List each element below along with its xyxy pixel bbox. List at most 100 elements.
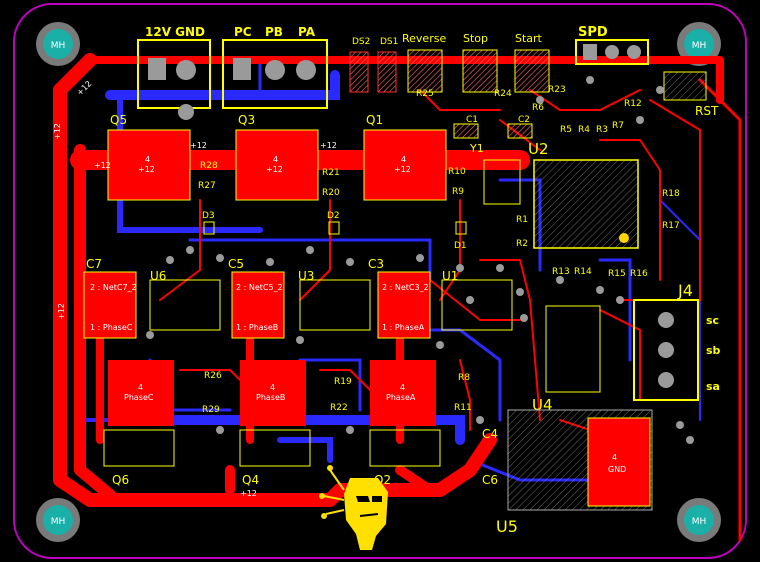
mount-hole-tl: MH <box>36 22 80 66</box>
svg-text:D3: D3 <box>202 211 215 221</box>
svg-text:4: 4 <box>138 383 143 392</box>
svg-text:Q5: Q5 <box>110 113 127 127</box>
svg-text:DS1: DS1 <box>380 37 398 47</box>
svg-text:1 : PhaseB: 1 : PhaseB <box>236 323 278 332</box>
svg-text:PB: PB <box>265 25 283 39</box>
bulk-capacitors: C7 C5 C3 2 : NetC7_2 2 : NetC5_2 2 : Net… <box>83 257 431 339</box>
svg-text:+12: +12 <box>94 161 111 170</box>
svg-text:R12: R12 <box>624 99 642 109</box>
svg-text:4: 4 <box>401 155 406 164</box>
svg-text:R9: R9 <box>452 187 464 197</box>
svg-text:Q4: Q4 <box>242 473 259 487</box>
hall-connector: J4 sc sb sa <box>633 281 721 401</box>
svg-text:PA: PA <box>298 25 316 39</box>
svg-text:R4: R4 <box>578 125 590 135</box>
svg-text:1 : PhaseA: 1 : PhaseA <box>382 323 425 332</box>
via <box>306 246 314 254</box>
mount-holes: MH MH MH MH <box>36 22 721 542</box>
svg-text:R26: R26 <box>204 371 222 381</box>
via <box>146 331 154 339</box>
svg-text:C2: C2 <box>518 115 530 125</box>
mosfets-low: 4 4 4 PhaseC PhaseB PhaseA Q6 Q4 Q2 +12 <box>103 360 441 498</box>
svg-text:R28: R28 <box>200 161 218 171</box>
svg-text:R19: R19 <box>334 377 352 387</box>
svg-text:4: 4 <box>400 383 405 392</box>
svg-text:DS2: DS2 <box>352 37 370 47</box>
via <box>636 116 644 124</box>
svg-text:U3: U3 <box>298 269 314 283</box>
mosfets-high: Q5 Q3 Q1 4 4 4 +12 +12 +12 +12 +12 +12 <box>94 113 447 201</box>
svg-text:R7: R7 <box>612 121 624 131</box>
svg-text:+12: +12 <box>57 303 66 320</box>
svg-text:RST: RST <box>695 104 719 118</box>
mount-hole-bl: MH <box>36 498 80 542</box>
svg-text:R10: R10 <box>448 167 466 177</box>
mount-hole-br: MH <box>677 498 721 542</box>
svg-text:R15: R15 <box>608 269 626 279</box>
mount-hole-tr: MH <box>677 22 721 66</box>
svg-text:U2: U2 <box>528 140 549 158</box>
svg-text:R22: R22 <box>330 403 348 413</box>
svg-text:2 : NetC5_2: 2 : NetC5_2 <box>236 283 283 292</box>
svg-text:U5: U5 <box>496 517 518 536</box>
svg-text:J4: J4 <box>677 281 693 300</box>
push-buttons: Reverse Stop Start <box>402 32 550 93</box>
via <box>466 296 474 304</box>
svg-text:12V GND: 12V GND <box>145 25 205 39</box>
svg-text:C5: C5 <box>228 257 244 271</box>
via <box>656 86 664 94</box>
svg-text:U6: U6 <box>150 269 166 283</box>
svg-text:Q6: Q6 <box>112 473 129 487</box>
via <box>676 421 684 429</box>
svg-text:R21: R21 <box>322 168 340 178</box>
svg-text:+12: +12 <box>138 165 155 174</box>
svg-text:R14: R14 <box>574 267 592 277</box>
svg-text:1 : PhaseC: 1 : PhaseC <box>90 323 133 332</box>
motor-header: PC PB PA <box>222 25 328 109</box>
via <box>436 341 444 349</box>
svg-text:R13: R13 <box>552 267 570 277</box>
svg-text:Reverse: Reverse <box>402 32 446 45</box>
gate-network: R28 R27 R21 R20 R10 R9 D3 D2 D1 <box>198 161 467 251</box>
svg-text:4: 4 <box>612 453 617 462</box>
status-leds: DS2 DS1 <box>349 37 398 93</box>
svg-text:C3: C3 <box>368 257 384 271</box>
u5-regulator: 4 GND U5 C4 C6 <box>482 409 653 536</box>
svg-text:PC: PC <box>234 25 252 39</box>
svg-text:sa: sa <box>706 380 720 393</box>
via <box>516 288 524 296</box>
svg-text:+12: +12 <box>394 165 411 174</box>
via <box>266 258 274 266</box>
svg-text:Q1: Q1 <box>366 113 383 127</box>
svg-text:D2: D2 <box>327 211 340 221</box>
via <box>686 436 694 444</box>
svg-text:Y1: Y1 <box>469 142 484 155</box>
svg-text:sc: sc <box>706 314 719 327</box>
via <box>520 314 528 322</box>
svg-text:MH: MH <box>51 517 66 527</box>
svg-text:R27: R27 <box>198 181 216 191</box>
svg-text:R8: R8 <box>458 373 470 383</box>
svg-text:R17: R17 <box>662 221 680 231</box>
svg-text:2 : NetC3_2: 2 : NetC3_2 <box>382 283 429 292</box>
via <box>456 264 464 272</box>
face-logo <box>319 465 388 550</box>
via <box>536 96 544 104</box>
via <box>216 254 224 262</box>
svg-text:Stop: Stop <box>463 32 488 45</box>
via <box>586 76 594 84</box>
mcu: U2 Y1 R1 R2 R18 R17 R13 R14 R15 R16 <box>469 140 680 279</box>
gate-drivers: U6 U3 U1 <box>149 269 513 331</box>
svg-text:2 : NetC7_2: 2 : NetC7_2 <box>90 283 137 292</box>
svg-text:sb: sb <box>706 344 721 357</box>
svg-text:C1: C1 <box>466 115 478 125</box>
svg-text:R25: R25 <box>416 89 434 99</box>
svg-text:D1: D1 <box>454 241 467 251</box>
svg-text:R24: R24 <box>494 89 512 99</box>
svg-text:R3: R3 <box>596 125 608 135</box>
svg-text:SPD: SPD <box>578 25 608 40</box>
svg-text:MH: MH <box>51 41 66 51</box>
via <box>346 426 354 434</box>
svg-text:4: 4 <box>145 155 150 164</box>
via <box>556 276 564 284</box>
